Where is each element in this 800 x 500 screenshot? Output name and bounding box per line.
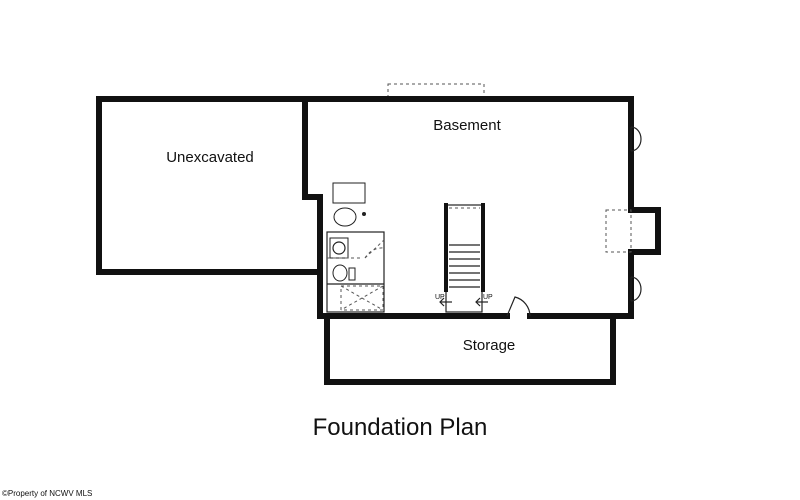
stair-up-label-left: UP bbox=[435, 294, 445, 301]
bath-door-icon bbox=[364, 239, 385, 259]
porch-outline bbox=[387, 83, 485, 98]
storage-wall bbox=[324, 313, 616, 385]
drain-icon bbox=[362, 212, 366, 216]
copyright-credit: ©Property of NCWV MLS bbox=[2, 489, 93, 498]
unexcavated-wall bbox=[96, 96, 323, 275]
plan-title: Foundation Plan bbox=[312, 414, 488, 441]
window-right-upper bbox=[630, 126, 642, 152]
furnace-icon bbox=[332, 182, 366, 204]
window-right-lower bbox=[630, 276, 642, 302]
bathroom-outline bbox=[326, 231, 385, 313]
basement-wall-left bbox=[302, 96, 510, 319]
water-heater-icon bbox=[333, 207, 357, 227]
room-label-basement: Basement bbox=[433, 117, 501, 134]
stair-arrow-left bbox=[439, 297, 452, 307]
stair-up-label-right: UP bbox=[483, 294, 493, 301]
room-label-storage: Storage bbox=[463, 337, 516, 354]
chase-outline bbox=[605, 209, 632, 253]
stair-arrow-right bbox=[475, 297, 488, 307]
toilet-icon bbox=[332, 264, 348, 282]
shower-icon bbox=[340, 285, 384, 311]
stair-treads bbox=[449, 207, 480, 288]
basement-wall bbox=[302, 96, 661, 319]
room-label-unexcavated: Unexcavated bbox=[166, 149, 254, 166]
storage-door-icon bbox=[506, 296, 531, 317]
